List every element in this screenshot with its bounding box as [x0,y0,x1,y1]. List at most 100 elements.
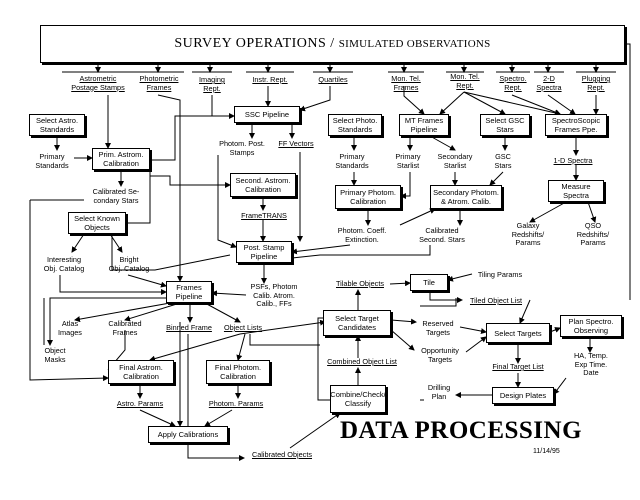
bright-to-frames [127,274,167,288]
label-calibrated-frames: Calibrated Frames [108,319,142,337]
box-apply-calibrations-text: Apply Calibrations [157,430,219,439]
label-primary-standards: Primary Standards [35,152,69,170]
box-apply-calibrations: Apply Calibrations [148,426,228,443]
box-select-gsc-stars-text: Select GSC Stars [485,116,525,134]
label-qso-redshifts: QSO Redshifts/ Params [576,221,610,247]
label-object-lists: Object Lists [223,323,263,332]
photometric-to-frames [157,94,183,282]
box-ssc-pipeline-text: SSC Pipeline [244,110,290,119]
box-select-targets-text: Select Targets [494,328,542,338]
box-select-gsc-stars: Select GSC Stars [480,114,530,136]
label-2d-spectra: 2-D Spectra [536,74,562,92]
label-imaging-rept: Imaging Rept. [199,75,225,93]
box-measure-spectra-text: Measure Spectra [561,182,591,200]
label-gsc-stars: GSC Stars [494,152,512,170]
label-binned-frame: Binned Frame [166,323,212,332]
label-primary-standards-photo: Primary Standards [335,152,369,170]
box-secondary-photom-calibration: Secondary Photom. & Atrom. Calib. [430,185,502,209]
box-select-photo-standards: Select Photo. Standards [328,114,382,136]
box-design-plates: Design Plates [492,387,554,404]
label-mon-tel-rept: Mon. Tel. Rept. [450,72,480,90]
frames-to-calibrated [124,302,181,322]
banner-side-line [625,43,631,300]
box-select-known-objects: Select Known Objects [68,212,126,234]
box-final-photom-calibration-text: Final Photom. Calibration [214,363,262,381]
known-to-interesting [71,233,85,253]
box-combine-check-classify: Combine/Check/ Classify [330,385,386,413]
combine-loop [317,317,330,401]
spectra2d-to-pipe [547,94,576,115]
known-line [126,160,151,224]
box-select-astro-standards-text: Select Astro. Standards [35,116,79,134]
label-1d-spectra: 1-D Spectra [553,156,593,165]
label-atlas-images: Atlas Images [58,319,82,337]
box-second-astrom-calibration-text: Second. Astrom. Calibration [235,176,291,194]
candidates-to-opportunity [390,329,415,351]
box-final-photom-calibration: Final Photom. Calibration [206,360,270,384]
label-drilling-plan: Drilling Plan [427,383,451,401]
label-psfs-calib: PSFs, Photom Calib. Atrom. Calib., FFs [250,282,298,308]
objects-to-candidates [239,319,326,335]
reserved-to-select [459,326,487,335]
coeff-to-poststamp [291,244,351,255]
mon-frames-to-mt [403,86,425,115]
label-photometric-frames: Photometric Frames [139,74,179,92]
label-frametrans: FrameTRANS [241,211,287,220]
box-measure-spectra: Measure Spectra [548,180,604,202]
label-opportunity-targets: Opportunity Targets [421,346,459,364]
label-final-target-list: Final Target List [492,362,544,371]
banner-subtitle: SIMULATED OBSERVATIONS [338,38,491,50]
photom-stamps-to-post [217,155,237,248]
frames-to-atlas [74,302,171,323]
tiled-extra [420,298,457,307]
label-photom-post-stamps: Photom. Post. Stamps [219,139,265,157]
calib-to-second-astrom [150,175,231,188]
label-mon-tel-frames: Mon. Tel. Frames [391,74,421,92]
objects-line [249,334,320,346]
box-select-target-candidates-text: Select Target Candidates [335,314,379,332]
label-quartiles: Quartiles [318,75,348,84]
label-reserved-targets: Reserved Targets [422,319,454,337]
coeff-to-sec [399,208,436,226]
stamp-left [111,234,231,271]
box-select-astro-standards: Select Astro. Standards [29,114,85,136]
box-select-target-candidates: Select Target Candidates [323,310,391,336]
box-secondary-photom-calibration-text: Secondary Photom. & Atrom. Calib. [433,188,499,206]
label-interesting-obj-catalog: Interesting Obj. Catalog [43,255,85,273]
diagram-date: 11/14/95 [533,448,560,455]
tilable-to-tile [389,280,411,287]
banner-title: SURVEY OPERATIONS / [174,36,335,51]
calib-to-final-astrom [29,200,109,382]
box-select-targets: Select Targets [486,323,550,343]
box-select-known-objects-text: Select Known Objects [74,214,120,232]
box-frames-pipeline: Frames Pipeline [166,281,212,303]
imaging-to-ssc [211,95,235,119]
label-ff-vectors: FF Vectors [278,139,314,148]
box-tile: Tile [410,274,448,291]
label-bright-obj-catalog: Bright Obj. Catalog [108,255,150,273]
tile-to-tiled [429,291,463,303]
interesting-to-frames [59,275,167,295]
box-select-photo-standards-text: Select Photo. Standards [332,116,378,134]
quartiles-to-ssc [299,86,331,112]
mon-rept-to-spectro [463,91,561,116]
box-post-stamp-pipeline: Post. Stamp Pipeline [236,241,292,263]
ha-to-design [553,377,567,395]
select-to-plan [549,327,561,333]
label-secondary-starlist: Secondary Starlist [437,152,473,170]
label-primary-starlist: Primary Starlist [395,152,421,170]
label-photom-coeff-extinction: Photom. Coeff. Extinction. [337,226,387,244]
box-final-astrom-calibration-text: Final Astrom. Calibration [119,363,163,381]
spectro-rept-to-pipe [511,94,561,115]
photom-to-apply [204,409,233,427]
box-prim-astrom-calibration: Prim. Astrom. Calibration [92,148,150,170]
box-design-plates-text: Design Plates [499,391,547,400]
mt-to-secondary-starlist [429,135,456,151]
label-instr-rept: Instr. Rept. [252,75,288,84]
psfs-to-frames [211,290,247,297]
gsc-to-sec-photom [489,171,504,186]
box-tile-text: Tile [423,278,435,287]
box-plan-spectro-observing-text: Plan Spectro. Observing [568,317,614,335]
box-combine-check-classify-text: Combine/Check/ Classify [330,390,386,408]
